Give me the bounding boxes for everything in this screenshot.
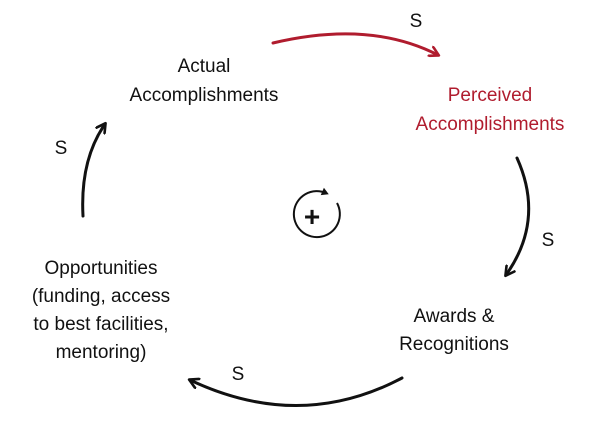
node-opportunities-line-1: Opportunities (44, 258, 157, 279)
polarity-awards-to-opportunities: S (232, 364, 245, 385)
arrow-actual-to-perceived (271, 32, 438, 55)
node-awards-recognitions: Awards & Recognitions (399, 306, 509, 355)
node-opportunities-line-3: to best facilities, (33, 314, 168, 335)
link-actual-to-perceived: S (271, 11, 438, 55)
polarity-opportunities-to-actual: S (55, 138, 68, 159)
loop-sign: + (304, 201, 320, 232)
node-opportunities: Opportunities (funding, access to best f… (32, 258, 170, 363)
node-awards-recognitions-line-1: Awards & (414, 306, 495, 327)
polarity-actual-to-perceived: S (410, 11, 423, 32)
link-opportunities-to-actual: S (55, 124, 105, 218)
node-actual-accomplishments-line-1: Actual (178, 56, 231, 77)
node-actual-accomplishments: Actual Accomplishments (130, 56, 279, 106)
arrow-awards-to-opportunities (190, 376, 404, 407)
node-opportunities-line-4: mentoring) (56, 342, 147, 363)
arrow-perceived-to-awards (506, 156, 531, 275)
node-awards-recognitions-line-2: Recognitions (399, 334, 509, 355)
clockwise-loop-icon (292, 187, 341, 239)
reinforcing-loop-indicator: + (292, 187, 341, 239)
link-perceived-to-awards: S (506, 156, 555, 275)
node-perceived-accomplishments-line-1: Perceived (448, 85, 533, 106)
polarity-perceived-to-awards: S (542, 230, 555, 251)
node-perceived-accomplishments: Perceived Accomplishments (416, 85, 565, 135)
node-actual-accomplishments-line-2: Accomplishments (130, 85, 279, 106)
arrow-opportunities-to-actual (81, 124, 105, 218)
link-awards-to-opportunities: S (190, 364, 404, 407)
node-perceived-accomplishments-line-2: Accomplishments (416, 114, 565, 135)
node-opportunities-line-2: (funding, access (32, 286, 170, 307)
